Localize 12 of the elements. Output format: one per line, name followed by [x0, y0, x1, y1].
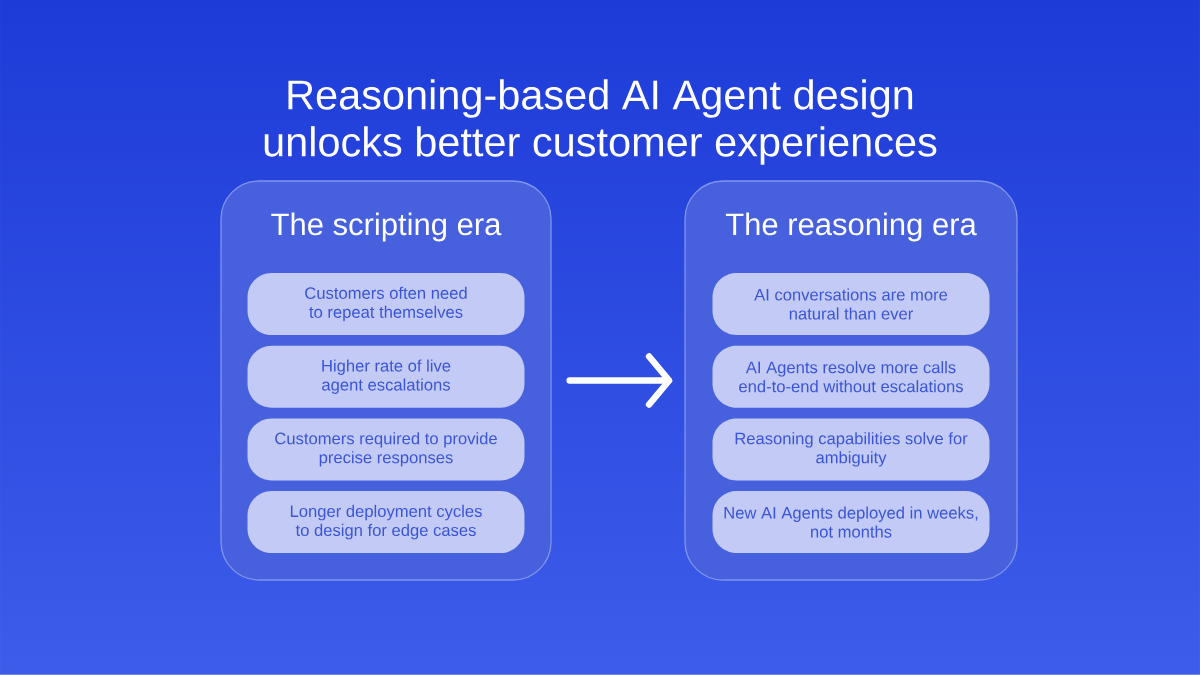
title: Reasoning-based AI Agent design unlocks better customer experiences — [264, 79, 937, 165]
statement-pill: Customers often need to repeat themselves — [247, 273, 525, 335]
statement-pill: Longer deployment cycles to design for edge cases — [247, 491, 525, 554]
panel-heading: The scripting era — [271, 212, 502, 242]
statement-pill: New AI Agents deployed in weeks, not months — [712, 491, 990, 554]
statement-pill: AI conversations are more natural than ever — [712, 273, 990, 335]
statement-pill: Customers required to provide precise responses — [247, 418, 525, 481]
statement-pill: AI Agents resolve more calls end-to-end without escalations — [712, 345, 990, 408]
statement-pill: Reasoning capabilities solve for ambiguity — [712, 418, 990, 481]
statement-pill: Higher rate of live agent escalations — [247, 345, 525, 408]
arrow — [566, 353, 673, 408]
panel-heading: The reasoning era — [725, 212, 977, 242]
